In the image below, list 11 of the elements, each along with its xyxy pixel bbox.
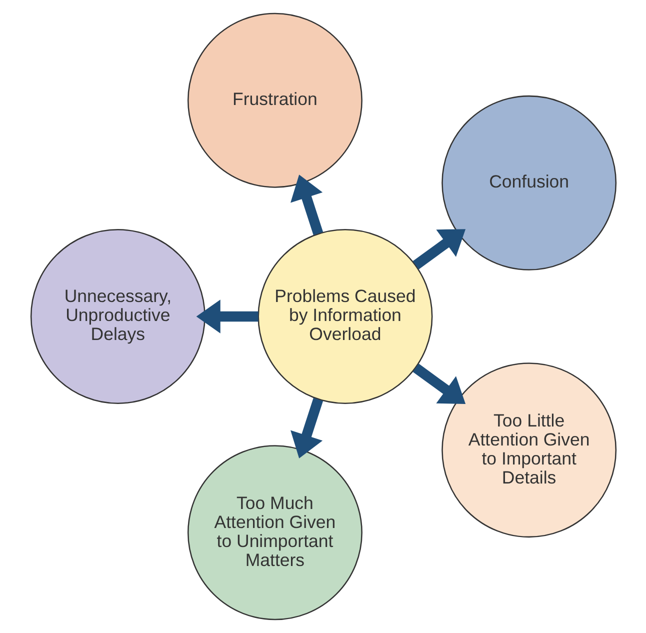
node-circle: Unnecessary, Unproductive Delays [30,229,205,404]
arrow [290,174,323,236]
arrow [290,398,323,458]
arrow [412,229,466,270]
node-circle: Too Little Attention Given to Important Details [441,362,616,538]
arrow [196,300,258,334]
node-circle: Confusion [441,95,616,270]
node-circle: Too Much Attention Given to Unimportant Matters [186,445,362,620]
node-circle: Problems Caused by Information Overload [257,229,432,404]
node-circle: Frustration [186,12,362,188]
arrow [412,364,466,404]
